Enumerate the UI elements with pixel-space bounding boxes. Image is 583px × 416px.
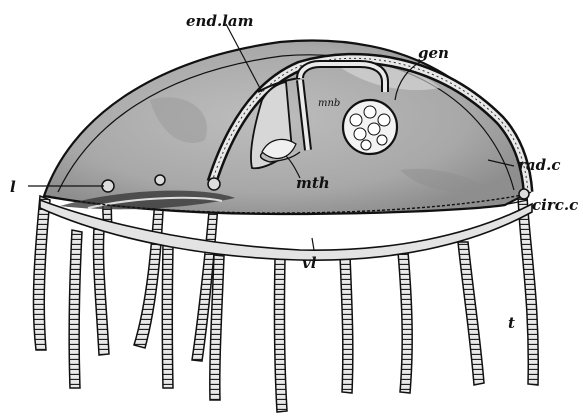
tentacle <box>93 228 109 355</box>
tentacle <box>69 230 82 388</box>
tentacles <box>33 186 538 412</box>
label-end-lam: end.lam <box>186 12 253 30</box>
label-gen: gen <box>418 44 449 62</box>
gonad <box>343 100 397 154</box>
label-l: l <box>10 178 16 196</box>
label-mth: mth <box>296 174 330 192</box>
tentacle <box>162 245 173 388</box>
tentacle <box>398 252 412 393</box>
tentacle <box>458 242 484 385</box>
label-circ-c: circ.c <box>532 196 578 214</box>
tentacle <box>340 256 353 393</box>
label-vl: vl <box>302 254 317 272</box>
label-mnb: mnb <box>318 98 340 109</box>
label-t: t <box>508 314 515 332</box>
tentacle <box>33 196 50 350</box>
tentacle <box>518 196 538 385</box>
tentacle <box>274 258 287 412</box>
label-rad-c: rad.c <box>518 156 560 174</box>
